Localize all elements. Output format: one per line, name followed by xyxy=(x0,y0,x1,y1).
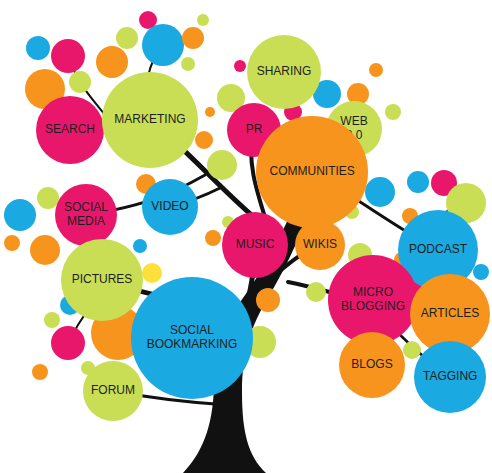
topic-label: TAGGING xyxy=(423,370,477,384)
topic-label: SHARING xyxy=(256,65,312,79)
topic-circle: VIDEO xyxy=(142,179,198,235)
circle-fill xyxy=(256,116,368,228)
circle-fill xyxy=(55,184,117,246)
circle-fill xyxy=(247,35,321,109)
topic-label: PICTURES xyxy=(71,273,133,287)
circle-text-box: PICTURES xyxy=(61,239,143,321)
circle-text-box: SOCIAL MEDIA xyxy=(55,184,117,246)
topic-label: SOCIAL MEDIA xyxy=(63,201,110,229)
topic-label: PODCAST xyxy=(408,243,468,257)
circle-text-box: COMMUNITIES xyxy=(256,116,368,228)
circle-text-box: MUSIC xyxy=(222,212,288,278)
topic-label: SOCIAL BOOKMARKING xyxy=(146,324,238,352)
topic-label: FORUM xyxy=(91,384,136,398)
topic-circle: MARKETING xyxy=(102,72,198,168)
topic-circle: TAGGING xyxy=(414,341,486,413)
circle-text-box: FORUM xyxy=(83,361,143,421)
circle-fill xyxy=(102,72,198,168)
topic-label: PR xyxy=(234,123,275,137)
circle-fill xyxy=(295,220,345,270)
circle-fill xyxy=(142,179,198,235)
circle-text-box: WIKIS xyxy=(295,220,345,270)
circle-fill xyxy=(328,255,418,345)
topic-circle: FORUM xyxy=(83,361,143,421)
topic-label: MICRO BLOGGING xyxy=(339,286,407,314)
topic-circle: WIKIS xyxy=(295,220,345,270)
topic-label: VIDEO xyxy=(149,200,191,214)
topic-circle: MICRO BLOGGING xyxy=(328,255,418,345)
topic-label: MUSIC xyxy=(230,238,280,252)
circle-fill xyxy=(61,239,143,321)
circle-fill xyxy=(131,277,253,399)
topic-circle: SOCIAL BOOKMARKING xyxy=(131,277,253,399)
circle-text-box: SEARCH xyxy=(36,96,104,164)
topic-circle: PICTURES xyxy=(61,239,143,321)
topic-circle: BLOGS xyxy=(339,332,405,398)
circle-fill xyxy=(222,212,288,278)
circle-text-box: SOCIAL BOOKMARKING xyxy=(131,277,253,399)
circle-text-box: VIDEO xyxy=(142,179,198,235)
circle-fill xyxy=(83,361,143,421)
topic-circle: SOCIAL MEDIA xyxy=(55,184,117,246)
circle-text-box: BLOGS xyxy=(339,332,405,398)
circle-text-box: MARKETING xyxy=(102,72,198,168)
circle-fill xyxy=(36,96,104,164)
topic-label: SEARCH xyxy=(45,123,96,137)
topic-circle: MUSIC xyxy=(222,212,288,278)
topic-label: WIKIS xyxy=(301,238,339,252)
circle-fill xyxy=(339,332,405,398)
circle-text-box: SHARING xyxy=(247,35,321,109)
topic-label: MARKETING xyxy=(114,113,186,127)
topic-label: COMMUNITIES xyxy=(270,165,355,179)
circle-text-box: MICRO BLOGGING xyxy=(328,255,418,345)
topic-circle: SEARCH xyxy=(36,96,104,164)
topic-circle: COMMUNITIES xyxy=(256,116,368,228)
circle-fill xyxy=(414,341,486,413)
topic-circle: SHARING xyxy=(247,35,321,109)
topic-label: ARTICLES xyxy=(420,307,480,321)
circle-text-box: TAGGING xyxy=(414,341,486,413)
topic-label: BLOGS xyxy=(347,358,397,372)
